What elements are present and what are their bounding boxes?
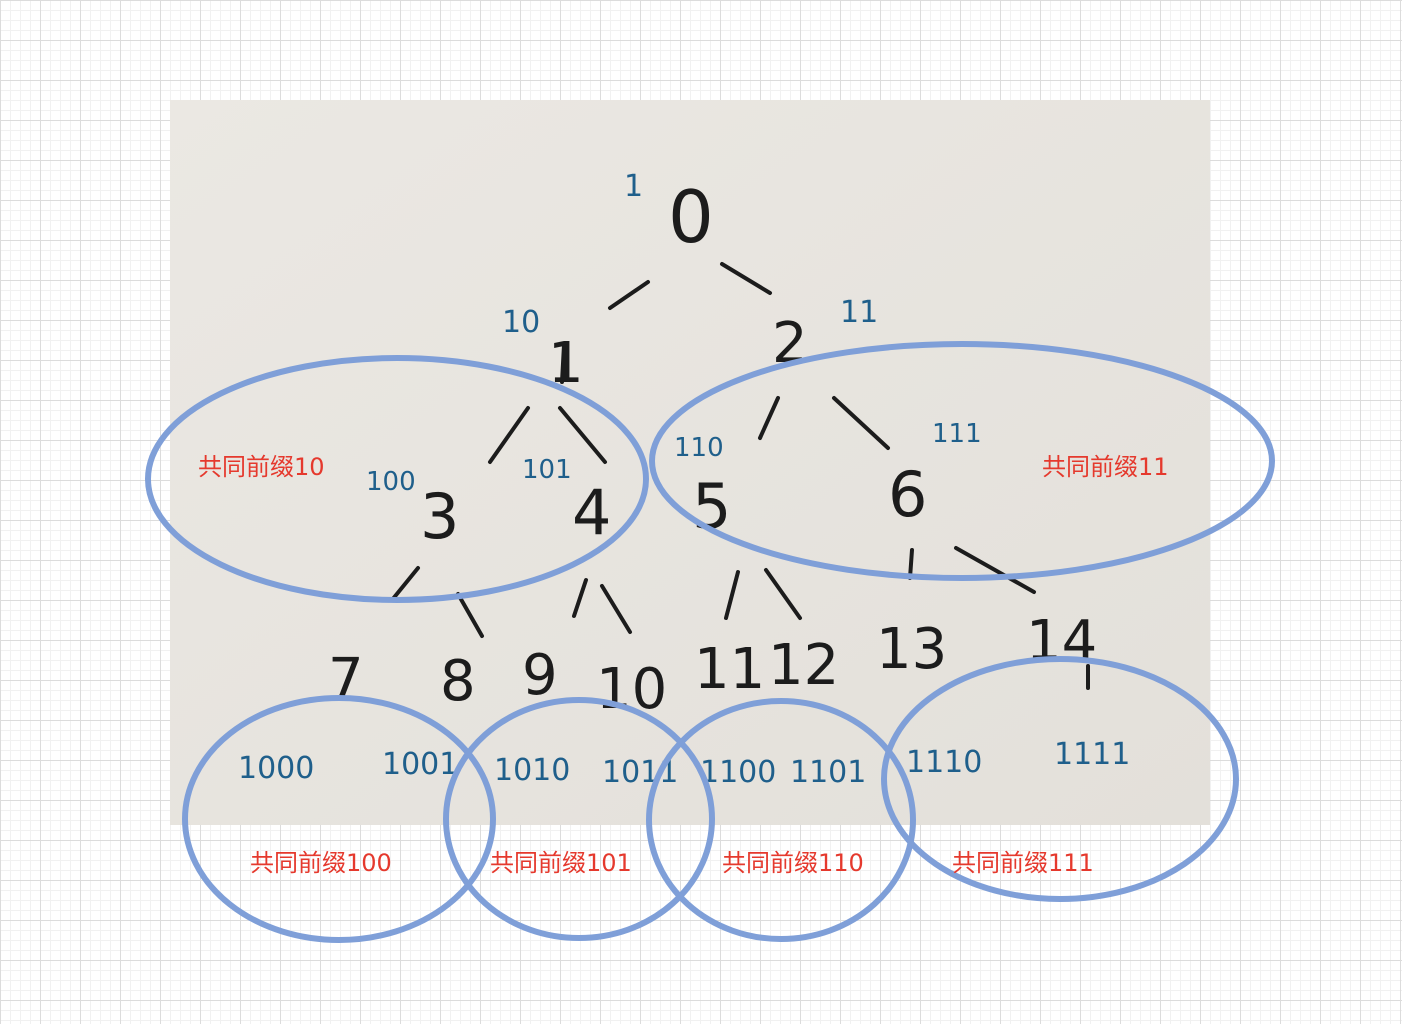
edge-5-12: [764, 568, 802, 620]
ring-prefix-110: [646, 698, 916, 942]
ring-prefix-100: [182, 695, 496, 943]
edge-3-7: [390, 566, 420, 602]
label-prefix-11: 共同前缀11: [1042, 453, 1169, 481]
label-prefix-100: 共同前缀100: [250, 849, 392, 877]
ring-prefix-10: [145, 355, 649, 603]
edge-1-3: [488, 406, 530, 464]
tree-edges: [390, 262, 1090, 690]
edge-4-9: [572, 578, 588, 618]
group-labels: 共同前缀10 共同前缀11 共同前缀100 共同前缀101 共同前缀110 共同…: [198, 453, 1169, 877]
node-6: 6: [888, 458, 927, 531]
node-13: 13: [876, 617, 947, 682]
label-prefix-111: 共同前缀111: [952, 849, 1094, 877]
code-9: 1010: [494, 753, 570, 788]
edge-2-5: [758, 396, 780, 440]
node-3: 3: [420, 480, 459, 553]
edge-3-8: [456, 592, 484, 638]
code-12: 1101: [790, 755, 866, 790]
code-8: 1001: [382, 747, 458, 782]
code-3: 100: [366, 467, 416, 497]
code-2: 11: [840, 295, 878, 330]
code-1: 10: [502, 305, 540, 340]
ring-prefix-111: [881, 656, 1239, 902]
group-rings: [145, 341, 1275, 943]
node-9: 9: [522, 643, 558, 708]
edge-5-11: [724, 570, 740, 620]
node-11: 11: [694, 637, 765, 702]
node-14: 14: [1026, 609, 1097, 674]
paper-photo: [170, 100, 1210, 825]
code-14: 1111: [1054, 737, 1130, 772]
edge-0-1: [608, 280, 650, 310]
ring-prefix-11: [649, 341, 1275, 581]
code-6: 111: [932, 419, 982, 449]
code-13: 1110: [906, 745, 982, 780]
node-8: 8: [440, 649, 476, 714]
code-4: 101: [522, 455, 572, 485]
code-5: 110: [674, 433, 724, 463]
edge-0-2: [720, 262, 772, 295]
label-prefix-110: 共同前缀110: [722, 849, 864, 877]
node-12: 12: [768, 633, 839, 698]
code-0: 1: [624, 169, 643, 204]
label-prefix-101: 共同前缀101: [490, 849, 632, 877]
edge-6-14: [954, 546, 1036, 594]
ring-prefix-101: [443, 697, 715, 941]
code-7: 1000: [238, 751, 314, 786]
edge-1-stem: [560, 343, 566, 384]
label-prefix-10: 共同前缀10: [198, 453, 325, 481]
node-7: 7: [328, 647, 364, 712]
edge-4-10: [600, 584, 632, 634]
node-4: 4: [572, 476, 611, 549]
edge-2-6: [832, 396, 890, 450]
edge-6-13: [908, 548, 914, 580]
code-11: 1100: [700, 755, 776, 790]
edge-1-4: [558, 406, 607, 464]
node-0: 0: [668, 175, 714, 259]
